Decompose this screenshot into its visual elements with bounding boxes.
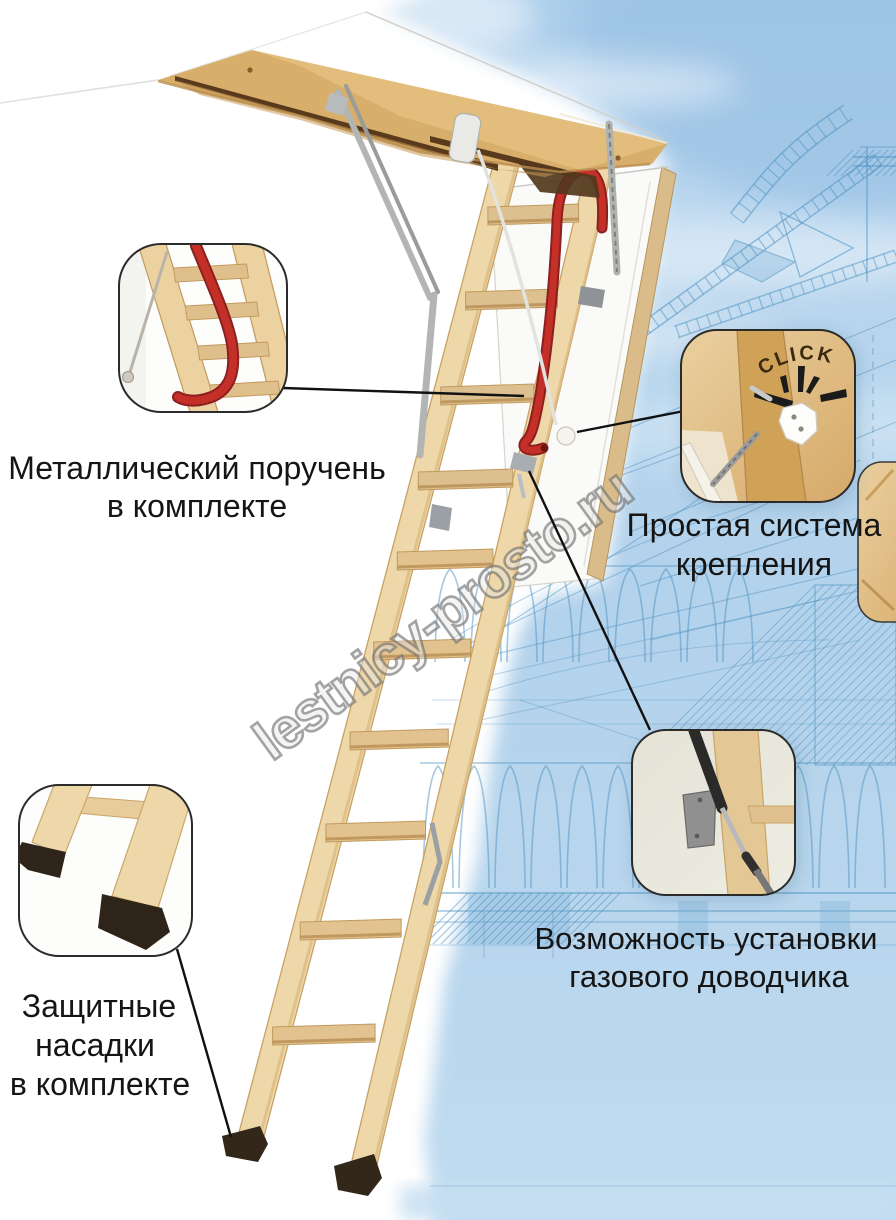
svg-text:в комплекте: в комплекте (107, 488, 287, 524)
svg-text:насадки: насадки (35, 1027, 155, 1063)
svg-text:в комплекте: в комплекте (10, 1066, 190, 1102)
svg-text:крепления: крепления (676, 546, 832, 582)
svg-text:Металлический поручень: Металлический поручень (8, 450, 386, 486)
svg-text:Простая система: Простая система (627, 507, 882, 543)
svg-text:Возможность установки: Возможность установки (535, 921, 878, 956)
svg-text:Защитные: Защитные (22, 988, 176, 1024)
svg-text:газового доводчика: газового доводчика (569, 959, 849, 994)
